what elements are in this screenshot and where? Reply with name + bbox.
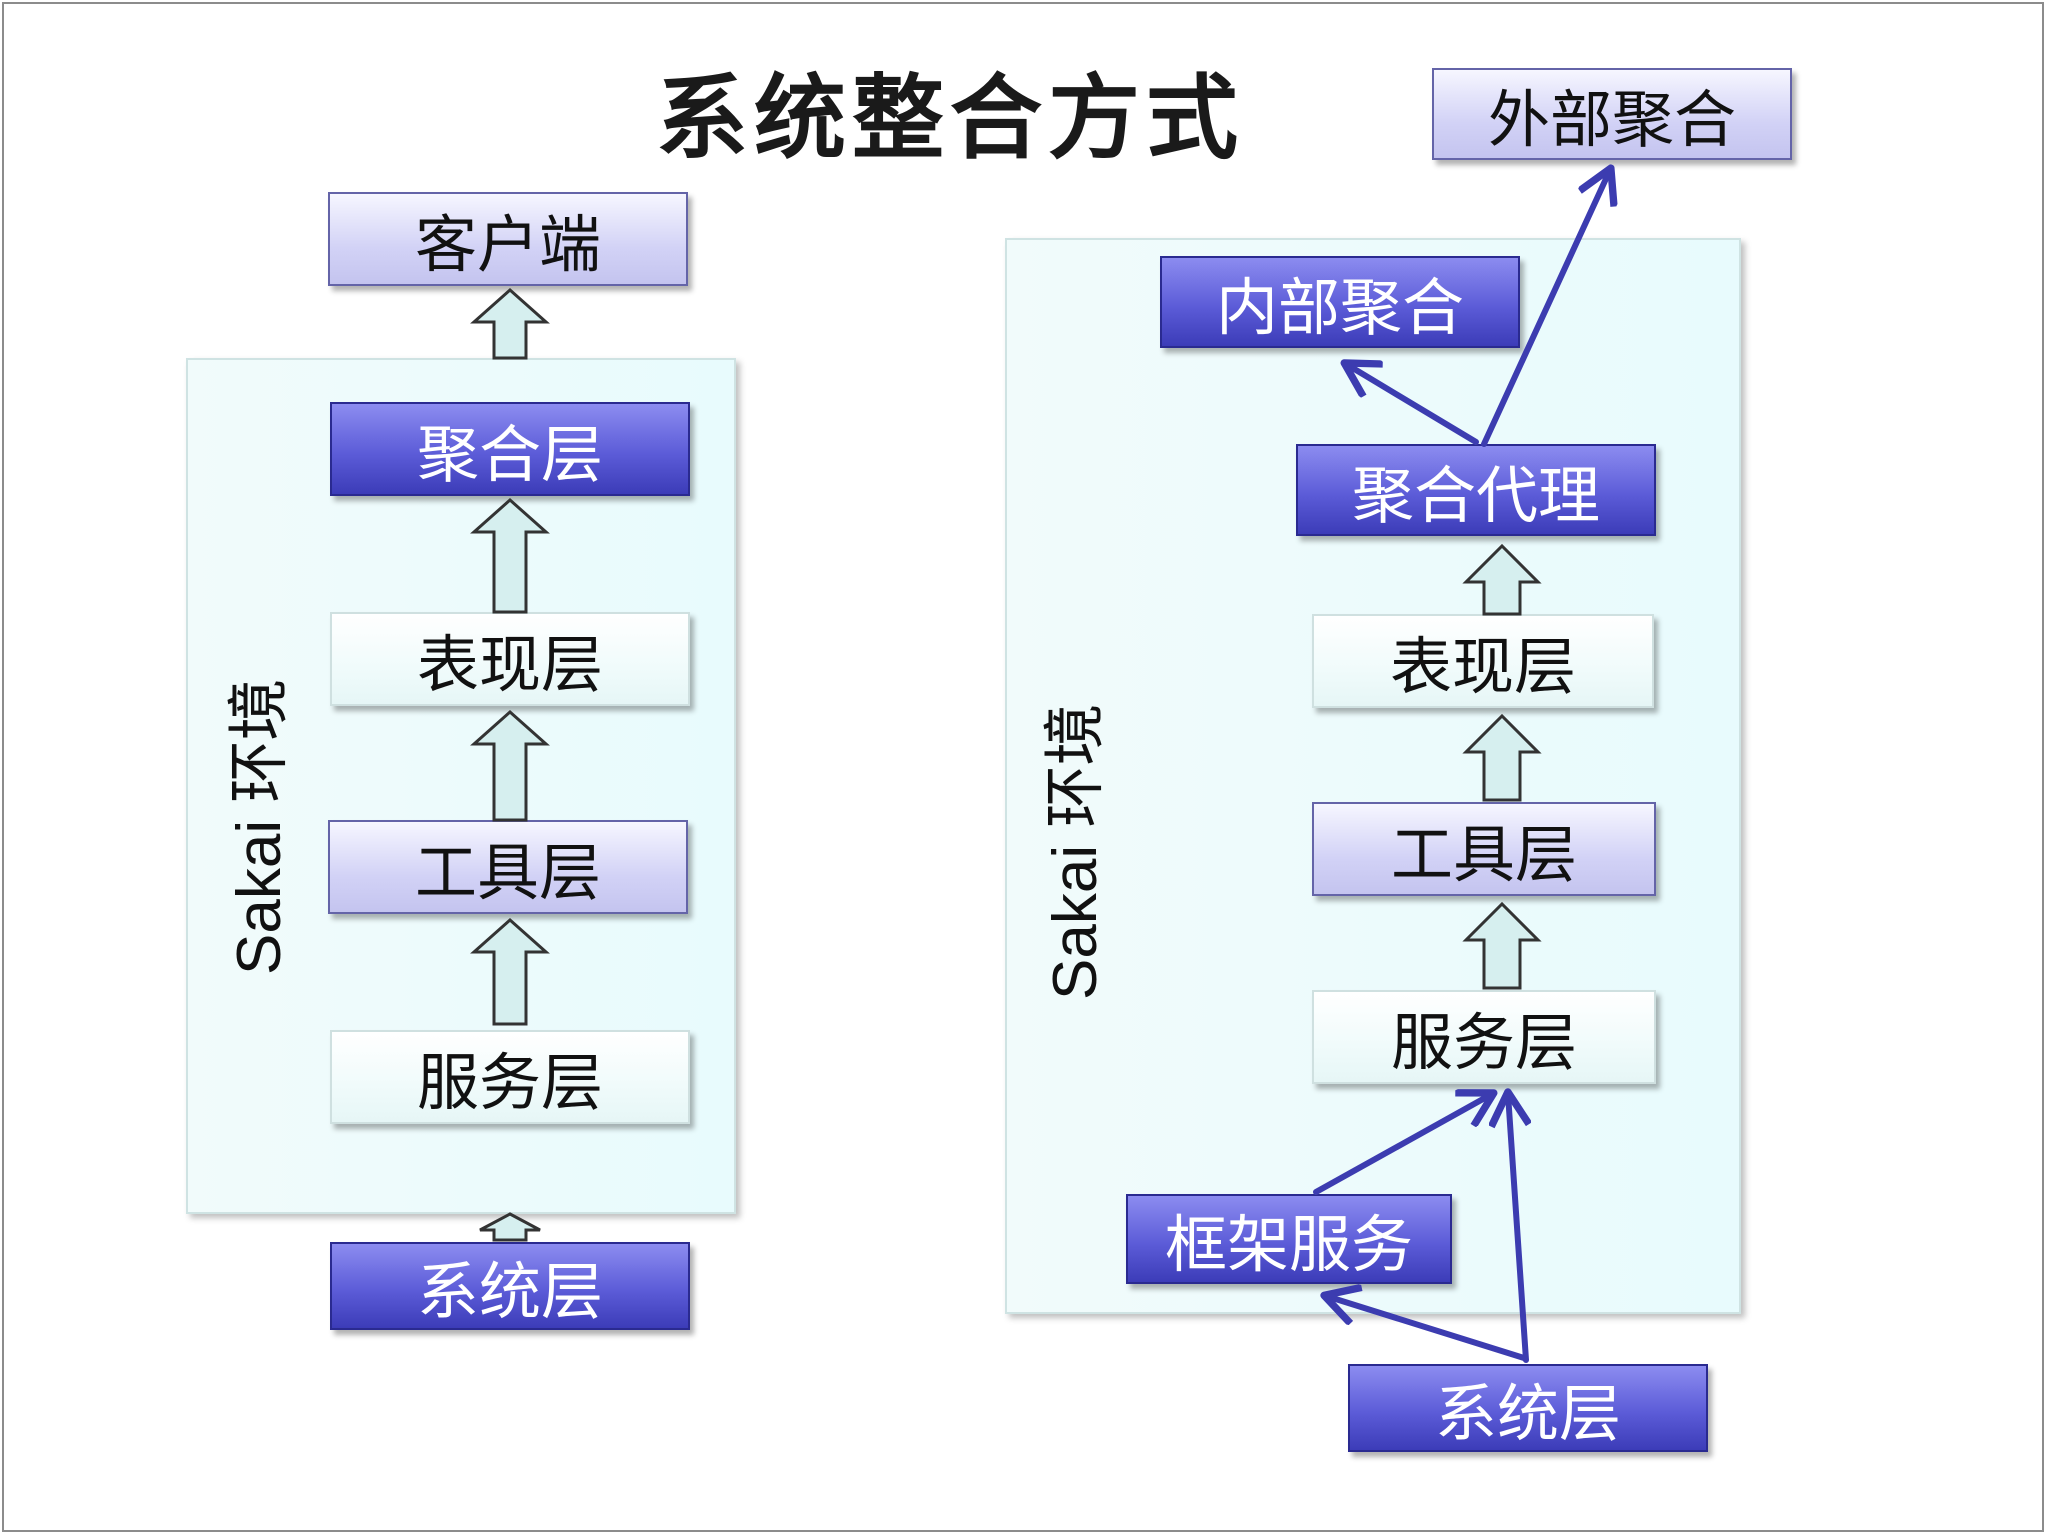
left-tool-layer-box: 工具层: [328, 820, 688, 914]
arrow-system-to-framework: [1326, 1296, 1527, 1361]
right-system-layer-box: 系统层: [1348, 1364, 1708, 1452]
arrow-proxy-to-internal: [1346, 364, 1479, 445]
left-presentation-layer-box: 表现层: [330, 612, 690, 706]
right-tool-layer-box: 工具层: [1312, 802, 1656, 896]
right-presentation-layer-box: 表现层: [1312, 614, 1654, 708]
arrow-proxy-to-external: [1481, 170, 1610, 447]
left-arrow-presentation-to-aggregation: [470, 497, 550, 614]
right-framework-services-box: 框架服务: [1126, 1194, 1452, 1284]
left-aggregation-layer-box: 聚合层: [330, 402, 690, 496]
slide-title: 系统整合方式: [655, 65, 1244, 172]
arrow-system-to-service: [1508, 1094, 1526, 1363]
right-arrow-presentation-to-proxy: [1462, 543, 1542, 616]
right-arrow-service-to-tool: [1462, 901, 1542, 990]
left-client-box: 客户端: [328, 192, 688, 286]
right-aggregation-proxy-box: 聚合代理: [1296, 444, 1656, 536]
left-arrow-tool-to-presentation: [470, 709, 550, 822]
right-internal-aggregation-box: 内部聚合: [1160, 256, 1520, 348]
right-service-layer-box: 服务层: [1312, 990, 1656, 1084]
right-sakai-environment: [1005, 238, 1741, 1314]
left-service-layer-box: 服务层: [330, 1030, 690, 1124]
right-arrow-tool-to-presentation: [1462, 713, 1542, 802]
right-external-aggregation-box: 外部聚合: [1432, 68, 1792, 160]
left-system-layer-box: 系统层: [330, 1242, 690, 1330]
left-arrow-service-to-tool: [470, 917, 550, 1026]
arrow-framework-to-service: [1313, 1094, 1492, 1195]
left-arrow-aggregation-to-client: [470, 287, 550, 360]
left-arrow-system-to-service: [479, 1212, 541, 1242]
